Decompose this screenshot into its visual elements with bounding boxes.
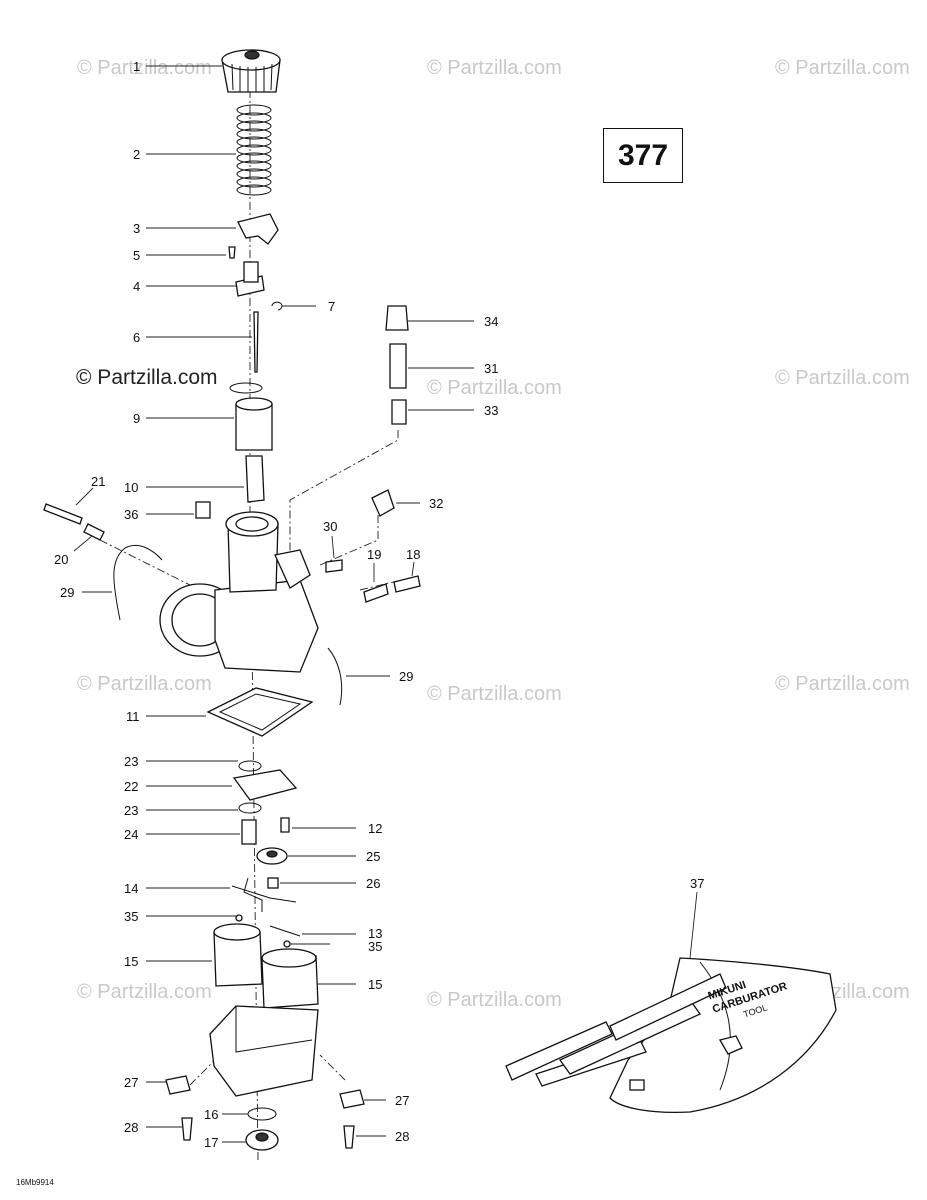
watermark-prominent: © Partzilla.com [76, 366, 218, 389]
watermark: © Partzilla.com [427, 989, 562, 1011]
watermark: © Partzilla.com [775, 57, 910, 79]
leader-lines [73, 65, 698, 1143]
watermarks: © Partzilla.com © Partzilla.com © Partzi… [76, 57, 910, 1011]
callout-6: 6 [133, 330, 140, 345]
callout-22: 22 [124, 779, 138, 794]
callout-37: 37 [690, 876, 704, 891]
callout-24: 24 [124, 827, 138, 842]
callout-9: 9 [133, 411, 140, 426]
carburetor-exploded-icon [43, 49, 421, 1151]
callout-labels: 1 2 3 5 4 7 6 9 10 36 21 20 29 34 31 33 … [54, 59, 704, 1150]
callout-13: 13 [368, 926, 382, 941]
callout-27: 27 [395, 1093, 409, 1108]
callout-5: 5 [133, 248, 140, 263]
tool-kit-pouch-icon: MIKUNI CARBURATOR TOOL [505, 957, 837, 1114]
callout-25: 25 [366, 849, 380, 864]
watermark: © Partzilla.com [427, 683, 562, 705]
callout-28: 28 [124, 1120, 138, 1135]
callout-23: 23 [124, 803, 138, 818]
callout-35: 35 [124, 909, 138, 924]
watermark: © Partzilla.com [77, 57, 212, 79]
callout-31: 31 [484, 361, 498, 376]
callout-28: 28 [395, 1129, 409, 1144]
watermark: © Partzilla.com [775, 673, 910, 695]
callout-15: 15 [124, 954, 138, 969]
callout-4: 4 [133, 279, 140, 294]
reference-number-box: 377 [603, 128, 683, 183]
callout-27: 27 [124, 1075, 138, 1090]
callout-16: 16 [204, 1107, 218, 1122]
callout-29: 29 [399, 669, 413, 684]
callout-29: 29 [60, 585, 74, 600]
callout-14: 14 [124, 881, 138, 896]
callout-3: 3 [133, 221, 140, 236]
callout-7: 7 [328, 299, 335, 314]
callout-19: 19 [367, 547, 381, 562]
watermark: © Partzilla.com [427, 377, 562, 399]
callout-17: 17 [204, 1135, 218, 1150]
callout-34: 34 [484, 314, 498, 329]
watermark: © Partzilla.com [775, 367, 910, 389]
callout-26: 26 [366, 876, 380, 891]
watermark: © Partzilla.com [77, 981, 212, 1003]
callout-10: 10 [124, 480, 138, 495]
callout-36: 36 [124, 507, 138, 522]
callout-33: 33 [484, 403, 498, 418]
callout-18: 18 [406, 547, 420, 562]
callout-2: 2 [133, 147, 140, 162]
callout-12: 12 [368, 821, 382, 836]
callout-20: 20 [54, 552, 68, 567]
drawing-code: 16Mb9914 [16, 1178, 54, 1187]
watermark: © Partzilla.com [427, 57, 562, 79]
callout-21: 21 [91, 474, 105, 489]
callout-32: 32 [429, 496, 443, 511]
callout-35: 35 [368, 939, 382, 954]
watermark: © Partzilla.com [77, 673, 212, 695]
callout-30: 30 [323, 519, 337, 534]
callout-11: 11 [126, 709, 140, 724]
callout-1: 1 [133, 59, 140, 74]
callout-23: 23 [124, 754, 138, 769]
callout-15: 15 [368, 977, 382, 992]
